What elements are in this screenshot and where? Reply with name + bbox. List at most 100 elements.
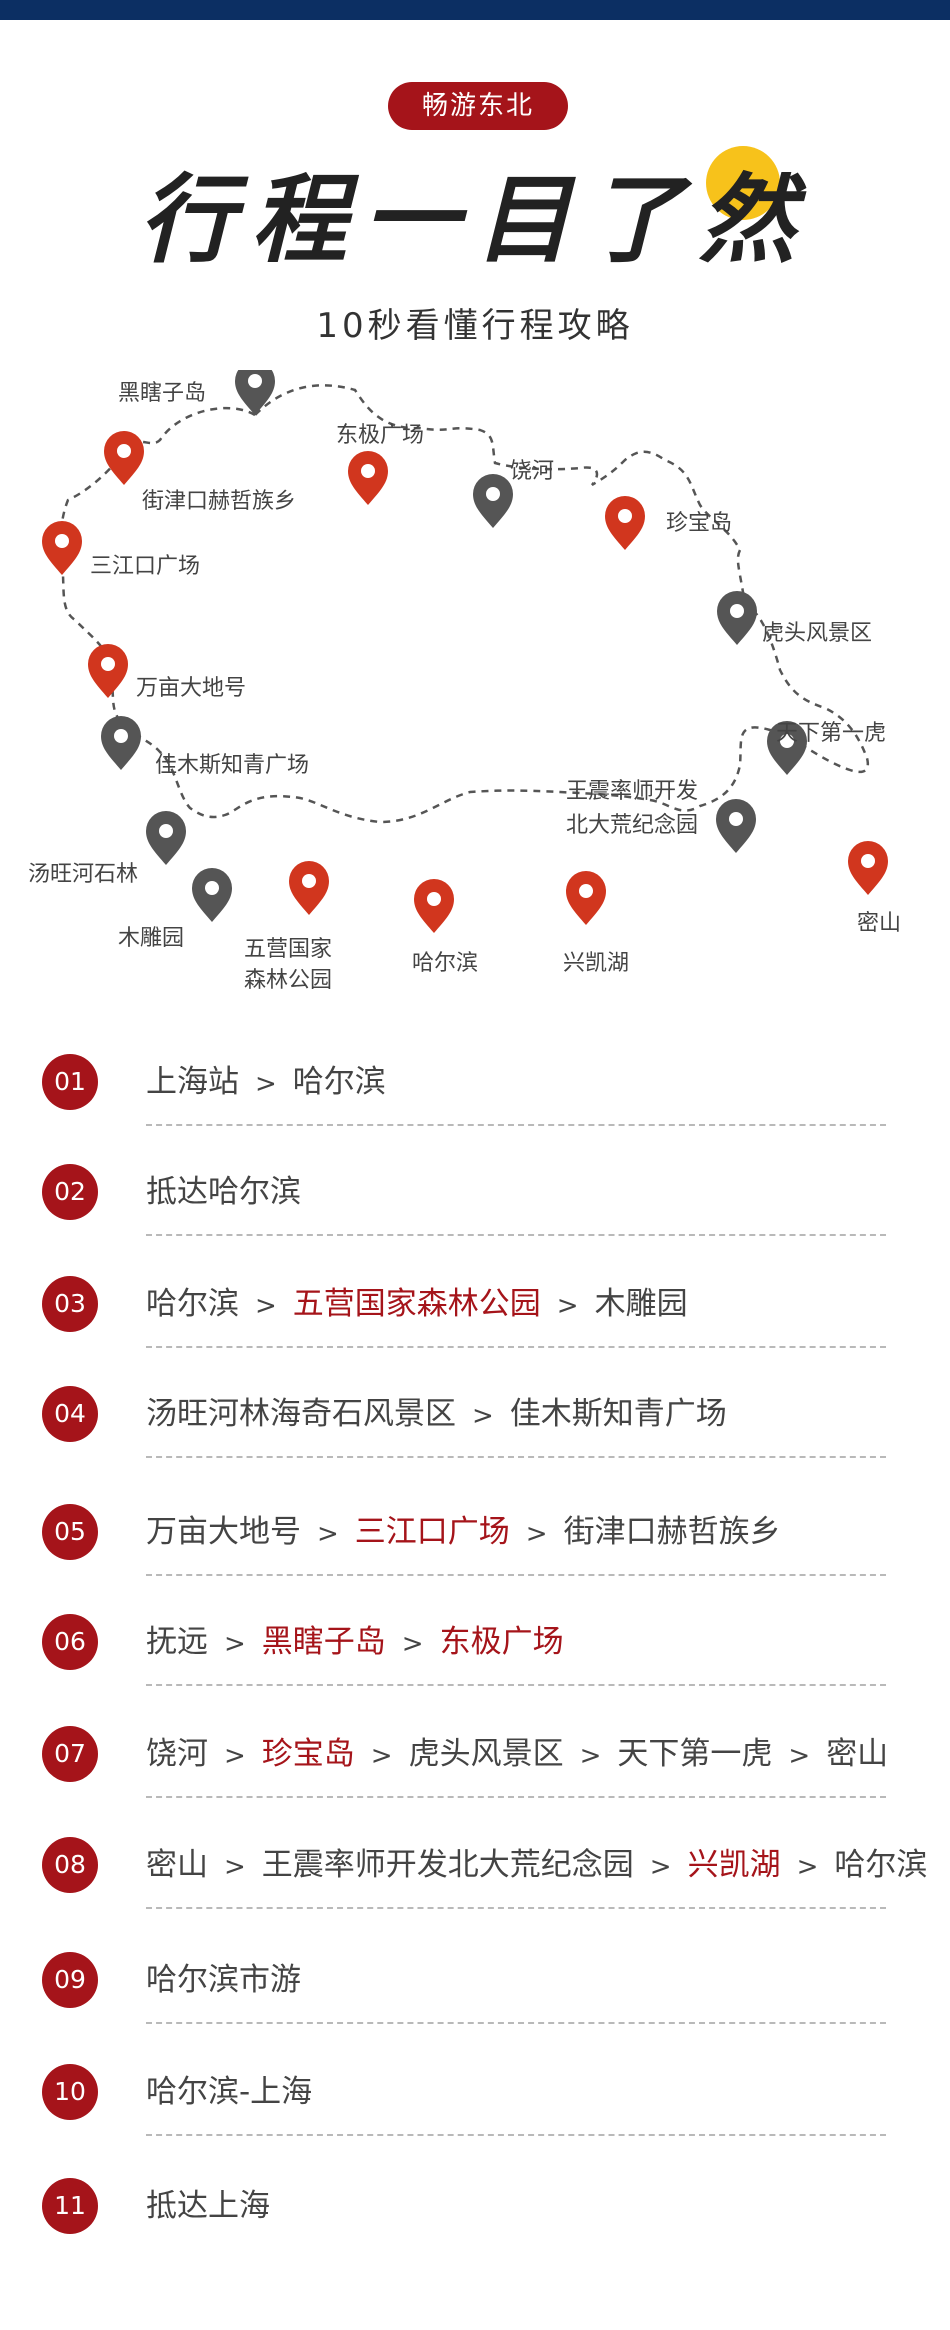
route-separator: >: [224, 1852, 246, 1882]
pin-heixiazidao: [235, 370, 275, 415]
route-stop: 抵达哈尔滨: [146, 1174, 301, 1210]
day-number-badge: 04: [42, 1386, 98, 1442]
route-separator: >: [317, 1519, 339, 1549]
route-separator: >: [525, 1519, 548, 1549]
label-xingkai: 兴凯湖: [563, 951, 629, 976]
day-number-badge: 01: [42, 1054, 98, 1110]
route-separator: >: [224, 1741, 246, 1771]
route-separator: >: [649, 1852, 672, 1882]
route-separator: >: [796, 1852, 819, 1882]
route-stop: 五营国家森林公园: [292, 1286, 541, 1322]
label-wangzhen-1: 王震率师开发: [566, 779, 698, 804]
row-divider: [146, 1684, 886, 1686]
day-number-badge: 03: [42, 1276, 98, 1332]
day-number-badge: 09: [42, 1952, 98, 2008]
route-separator: >: [788, 1741, 811, 1771]
route-path: [59, 384, 869, 824]
label-mudiao: 木雕园: [118, 926, 184, 951]
pin-wuying: [289, 861, 329, 915]
itinerary-route: 哈尔滨-上海: [146, 2066, 312, 2118]
itinerary-route: 万亩大地号>三江口广场>街津口赫哲族乡: [146, 1506, 781, 1558]
route-stop: 虎头风景区: [408, 1736, 564, 1772]
route-stop: 密山: [146, 1847, 208, 1883]
route-separator: >: [401, 1629, 424, 1659]
day-number-badge: 11: [42, 2178, 98, 2234]
row-divider: [146, 1456, 886, 1458]
pin-haerbin: [414, 879, 454, 933]
label-raohe: 饶河: [510, 459, 554, 484]
day-number-badge: 05: [42, 1504, 98, 1560]
route-map: 黑瞎子岛 东极广场 街津口赫哲族乡 饶河 三江口广场 珍宝岛 虎头风景区 万亩大…: [28, 370, 901, 993]
itinerary-route: 上海站>哈尔滨: [146, 1056, 386, 1108]
itinerary-route: 抵达哈尔滨: [146, 1166, 301, 1218]
pin-mudiao: [192, 868, 232, 922]
top-bar: [0, 0, 950, 20]
itinerary-row: 01 上海站>哈尔滨: [0, 1040, 950, 1152]
row-divider: [146, 1796, 886, 1798]
itinerary-route: 哈尔滨市游: [146, 1954, 301, 2006]
row-divider: [146, 2022, 886, 2024]
pin-jiamusi: [101, 716, 141, 770]
route-separator: >: [255, 1291, 277, 1321]
label-tianxia: 天下第一虎: [776, 721, 886, 746]
pin-xingkai: [566, 871, 606, 925]
label-mishan: 密山: [857, 911, 901, 936]
itinerary-row: 09 哈尔滨市游: [0, 1938, 950, 2050]
itinerary-route: 汤旺河林海奇石风景区>佳木斯知青广场: [146, 1388, 727, 1440]
label-wangzhen-2: 北大荒纪念园: [566, 813, 698, 838]
label-wuying-1: 五营国家: [244, 937, 332, 962]
route-stop: 黑瞎子岛: [261, 1624, 386, 1660]
pin-wanmu: [88, 644, 128, 698]
pin-tianxia: [767, 721, 807, 775]
label-jiamusi: 佳木斯知青广场: [155, 753, 309, 778]
itinerary-row: 11 抵达上海: [0, 2164, 950, 2276]
sun-decoration: [706, 146, 780, 220]
route-stop: 上海站: [146, 1064, 239, 1100]
route-stop: 佳木斯知青广场: [509, 1396, 727, 1432]
route-stop: 兴凯湖: [687, 1847, 781, 1883]
row-divider: [146, 1346, 886, 1348]
label-wuying-2: 森林公园: [244, 968, 332, 993]
route-stop: 抵达上海: [146, 2188, 270, 2224]
route-stop: 哈尔滨: [146, 1286, 239, 1322]
route-separator: >: [224, 1629, 246, 1659]
day-number-badge: 02: [42, 1164, 98, 1220]
itinerary-row: 08 密山 > 王震率师开发北大荒纪念园 > 兴凯湖 > 哈尔滨: [0, 1823, 950, 1935]
row-divider: [146, 1234, 886, 1236]
itinerary-row: 04 汤旺河林海奇石风景区>佳木斯知青广场: [0, 1372, 950, 1484]
pin-dongji: [348, 451, 388, 505]
route-stop: 哈尔滨: [834, 1847, 928, 1883]
page-subtitle: 10秒看懂行程攻略: [316, 306, 634, 346]
pin-mishan: [848, 841, 888, 895]
row-divider: [146, 1124, 886, 1126]
route-stop: 饶河: [146, 1736, 208, 1772]
pin-raohe: [473, 474, 513, 528]
route-stop: 哈尔滨市游: [146, 1962, 301, 1998]
route-stop: 天下第一虎: [617, 1736, 773, 1772]
label-tangwang: 汤旺河石林: [28, 862, 138, 887]
route-stop: 哈尔滨: [292, 1064, 386, 1100]
label-sanjiangkou: 三江口广场: [90, 554, 200, 579]
itinerary-route: 抵达上海: [146, 2180, 270, 2232]
route-stop: 汤旺河林海奇石风景区: [146, 1396, 456, 1432]
row-divider: [146, 2134, 886, 2136]
route-stop: 王震率师开发北大荒纪念园: [261, 1847, 634, 1883]
route-stop: 木雕园: [594, 1286, 688, 1322]
itinerary-route: 饶河>珍宝岛>虎头风景区>天下第一虎>密山: [146, 1728, 888, 1780]
label-jiejinkou: 街津口赫哲族乡: [142, 489, 296, 514]
tag-badge: 畅游东北: [388, 82, 568, 130]
route-stop: 抚远: [146, 1624, 208, 1660]
route-stop: 万亩大地号: [146, 1514, 301, 1550]
itinerary-row: 02 抵达哈尔滨: [0, 1150, 950, 1262]
pin-hutou: [717, 591, 757, 645]
label-haerbin: 哈尔滨: [412, 951, 478, 976]
route-stop: 哈尔滨-上海: [146, 2074, 313, 2110]
label-heixiazidao: 黑瞎子岛: [118, 381, 206, 406]
route-separator: >: [370, 1741, 393, 1771]
day-number-badge: 08: [42, 1837, 98, 1893]
